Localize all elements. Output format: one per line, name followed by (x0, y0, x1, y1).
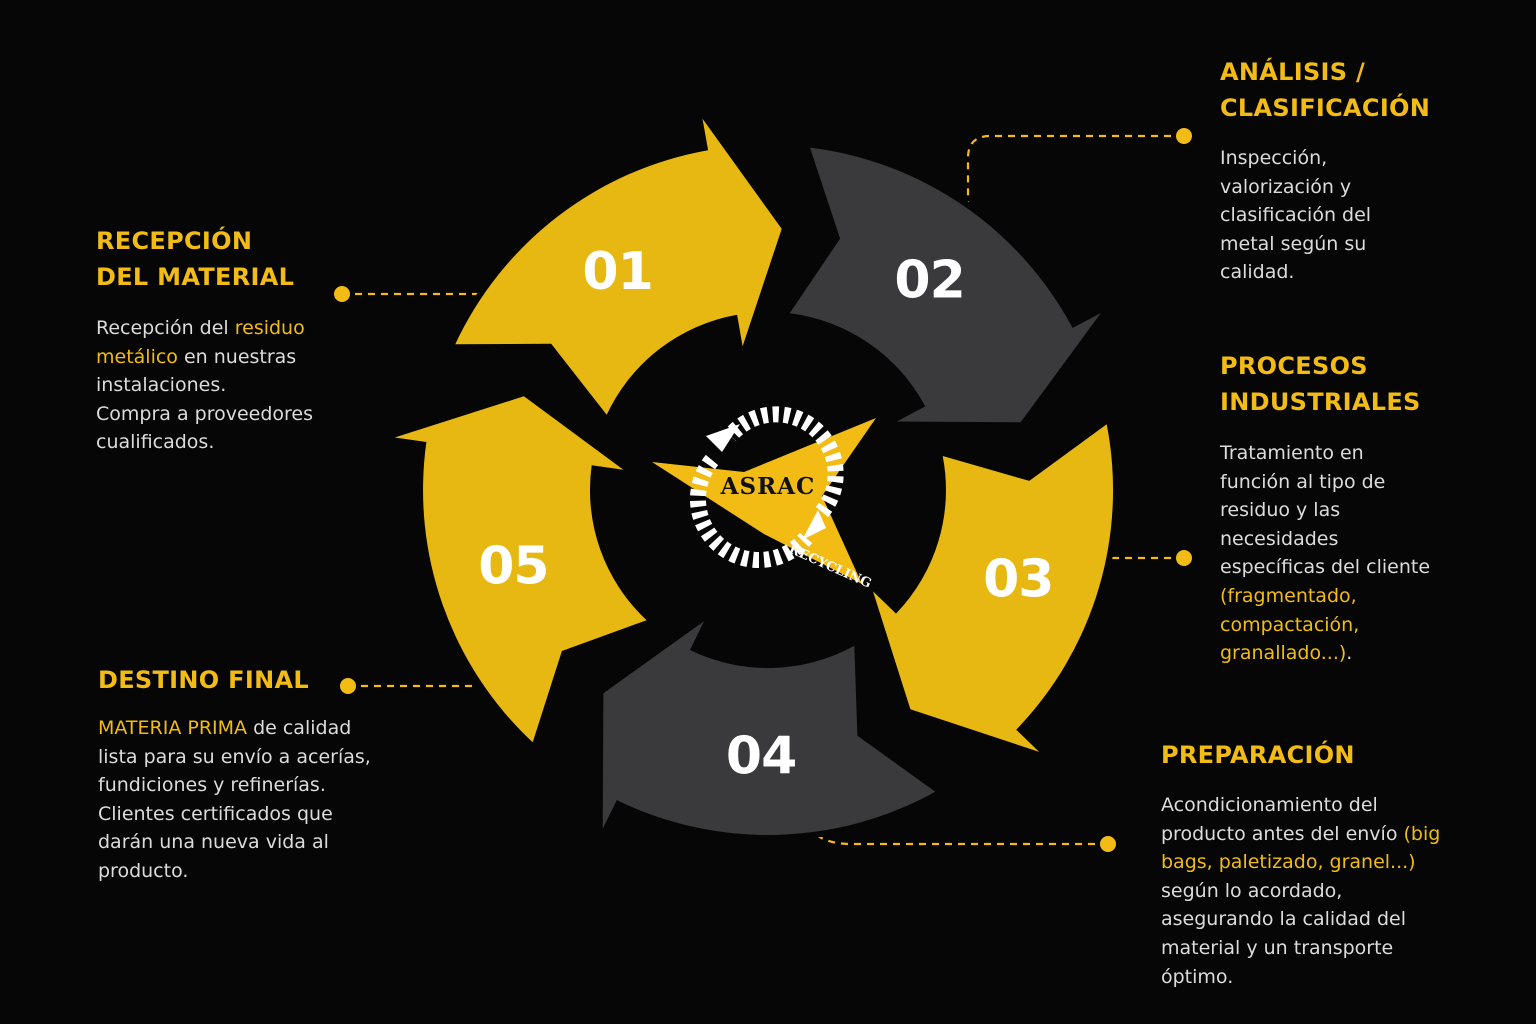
analisis-title: ANÁLISIS / CLASIFICACIÓN (1220, 54, 1520, 126)
preparacion-text: Acondicionamiento del (1161, 794, 1378, 816)
step-analisis: ANÁLISIS / CLASIFICACIÓN Inspección, val… (1220, 54, 1520, 287)
destino-highlight: MATERIA PRIMA (98, 717, 248, 739)
step-preparacion: PREPARACIÓN Acondicionamiento del produc… (1161, 737, 1501, 991)
preparacion-text: producto antes del envío (1161, 822, 1404, 845)
cycle-arrow-04 (596, 615, 942, 841)
logo-name: ASRAC (720, 473, 816, 500)
cycle-arrow-05 (388, 390, 653, 749)
step-destino: DESTINO FINAL MATERIA PRIMA de calidad l… (98, 662, 438, 886)
procesos-text: específicas del cliente (1220, 556, 1431, 579)
destino-text: Clientes certificados que (98, 802, 333, 825)
step-number-02: 02 (894, 250, 964, 310)
destino-text: lista para su envío a acerías, (98, 745, 371, 768)
procesos-highlight: compactación, (1220, 613, 1360, 636)
recepcion-text: en nuestras (177, 345, 297, 368)
logo-star-shape (652, 418, 876, 584)
dot-recepcion (334, 286, 350, 302)
step-number-04: 04 (726, 726, 796, 786)
recepcion-title-line1: RECEPCIÓN (96, 227, 253, 255)
cycle-arrows: 01 02 03 04 05 (388, 112, 1119, 841)
cycle-arrow-03 (867, 418, 1119, 758)
recepcion-title: RECEPCIÓN DEL MATERIAL (96, 223, 396, 295)
asrac-logo: ASRAC RECYCLING (652, 406, 876, 592)
preparacion-highlight: bags, paletizado, granel...) (1161, 851, 1416, 874)
cycle-arrow-01 (449, 112, 788, 421)
destino-title-line1: DESTINO FINAL (98, 666, 309, 694)
procesos-highlight: (fragmentado, (1220, 584, 1357, 607)
connector-dots (334, 128, 1192, 852)
preparacion-highlight: (big (1403, 822, 1441, 845)
analisis-description: Inspección, valorización y clasificación… (1220, 144, 1520, 287)
preparacion-text: asegurando la calidad del (1161, 908, 1406, 931)
recepcion-highlight: residuo (234, 317, 305, 339)
recepcion-description: Recepción del residuo metálico en nuestr… (96, 314, 396, 457)
preparacion-text: según lo acordado, (1161, 879, 1343, 902)
procesos-text: necesidades (1220, 527, 1339, 550)
recepcion-text: instalaciones. (96, 374, 227, 397)
analisis-text: Inspección, (1220, 147, 1328, 169)
destino-description: MATERIA PRIMA de calidad lista para su e… (98, 714, 438, 886)
logo-arrowhead-top (706, 424, 740, 452)
dot-preparacion (1100, 836, 1116, 852)
preparacion-description: Acondicionamiento del producto antes del… (1161, 791, 1501, 991)
procesos-title-line1: PROCESOS (1220, 352, 1368, 380)
analisis-title-line2: CLASIFICACIÓN (1220, 94, 1431, 122)
analisis-text: valorización y (1220, 175, 1352, 198)
destino-text: darán una nueva vida al (98, 831, 329, 854)
step-recepcion: RECEPCIÓN DEL MATERIAL Recepción del res… (96, 223, 396, 457)
step-number-01: 01 (582, 242, 652, 302)
preparacion-title-line1: PREPARACIÓN (1161, 741, 1355, 769)
procesos-text: función al tipo de (1220, 470, 1386, 493)
procesos-text: . (1346, 642, 1353, 665)
analisis-text: clasificación del (1220, 204, 1372, 227)
preparacion-title: PREPARACIÓN (1161, 737, 1501, 773)
procesos-title: PROCESOS INDUSTRIALES (1220, 348, 1520, 420)
recepcion-title-line2: DEL MATERIAL (96, 263, 295, 291)
analisis-text: calidad. (1220, 261, 1295, 284)
step-number-05: 05 (478, 536, 548, 596)
procesos-title-line2: INDUSTRIALES (1220, 388, 1421, 416)
destino-text: de calidad (247, 717, 352, 739)
procesos-text: Tratamiento en (1220, 442, 1364, 464)
analisis-title-line1: ANÁLISIS / (1220, 58, 1366, 86)
dot-analisis (1176, 128, 1192, 144)
analisis-text: metal según su (1220, 232, 1367, 255)
logo-arrowhead-bottom (802, 510, 826, 540)
destino-text: producto. (98, 859, 189, 882)
recycling-arrows-icon (689, 406, 844, 569)
procesos-description: Tratamiento en función al tipo de residu… (1220, 439, 1520, 668)
destino-title: DESTINO FINAL (98, 662, 438, 698)
cycle-arrow-02 (783, 141, 1107, 429)
procesos-text: residuo y las (1220, 499, 1341, 522)
recepcion-text: Recepción del (96, 317, 235, 339)
procesos-highlight: granallado...) (1220, 642, 1347, 665)
step-procesos: PROCESOS INDUSTRIALES Tratamiento en fun… (1220, 348, 1520, 668)
recepcion-text: Compra a proveedores (96, 402, 314, 425)
connector-analisis (966, 134, 1184, 262)
preparacion-text: material y un transporte (1161, 936, 1394, 959)
recepcion-highlight: metálico (96, 345, 178, 368)
destino-text: fundiciones y refinerías. (98, 774, 326, 797)
preparacion-text: óptimo. (1161, 965, 1234, 988)
dot-procesos (1176, 550, 1192, 566)
recepcion-text: cualificados. (96, 431, 215, 454)
dot-destino (340, 678, 356, 694)
step-number-03: 03 (983, 550, 1053, 610)
